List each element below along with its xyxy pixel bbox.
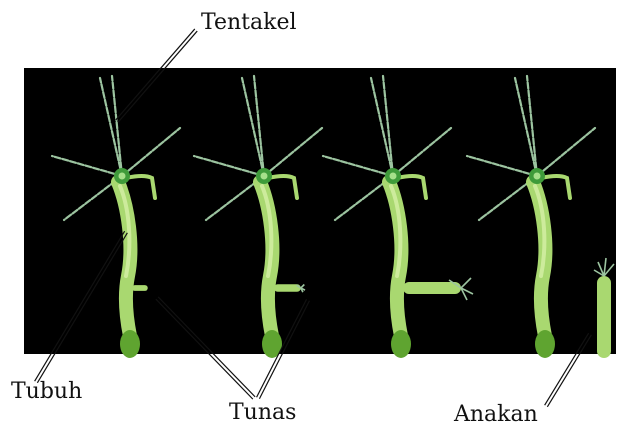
- label-anakan: Anakan: [454, 403, 538, 427]
- label-tentakel: Tentakel: [201, 11, 297, 35]
- hydra-mouth: [119, 173, 126, 180]
- hydra-mouth: [390, 173, 397, 180]
- hydra-foot: [535, 330, 555, 358]
- offspring-body: [597, 276, 611, 358]
- hydra-foot: [391, 330, 411, 358]
- hydra-mouth: [534, 173, 541, 180]
- hydra-mouth: [261, 173, 268, 180]
- bud: [403, 282, 461, 294]
- bud: [132, 285, 148, 291]
- label-tunas: Tunas: [229, 401, 296, 425]
- photo-background: [24, 68, 616, 354]
- hydra-foot: [120, 330, 140, 358]
- label-tubuh: Tubuh: [11, 380, 82, 404]
